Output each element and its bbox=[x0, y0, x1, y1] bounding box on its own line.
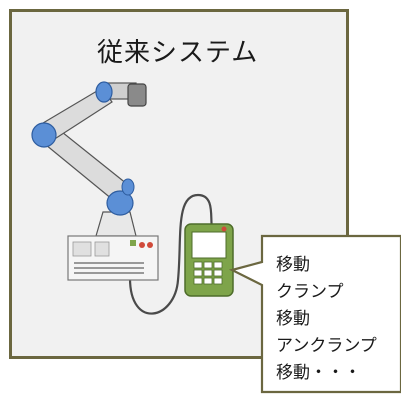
program-callout-box bbox=[228, 234, 401, 394]
program-step: 移動 bbox=[276, 255, 310, 275]
program-step: アンクランプ bbox=[276, 336, 377, 356]
program-step: 移動・・・ bbox=[276, 363, 361, 383]
robot-controller-box bbox=[67, 235, 159, 281]
program-step-list: 移動 クランプ 移動 アンクランプ 移動・・・ bbox=[276, 252, 396, 387]
teach-pendant bbox=[184, 223, 234, 297]
program-step: クランプ bbox=[276, 282, 344, 302]
teach-pendant-cable bbox=[128, 193, 214, 315]
diagram-title: 従来システム bbox=[97, 38, 259, 68]
robot-arm-illustration bbox=[31, 81, 147, 237]
program-step: 移動 bbox=[276, 309, 310, 329]
